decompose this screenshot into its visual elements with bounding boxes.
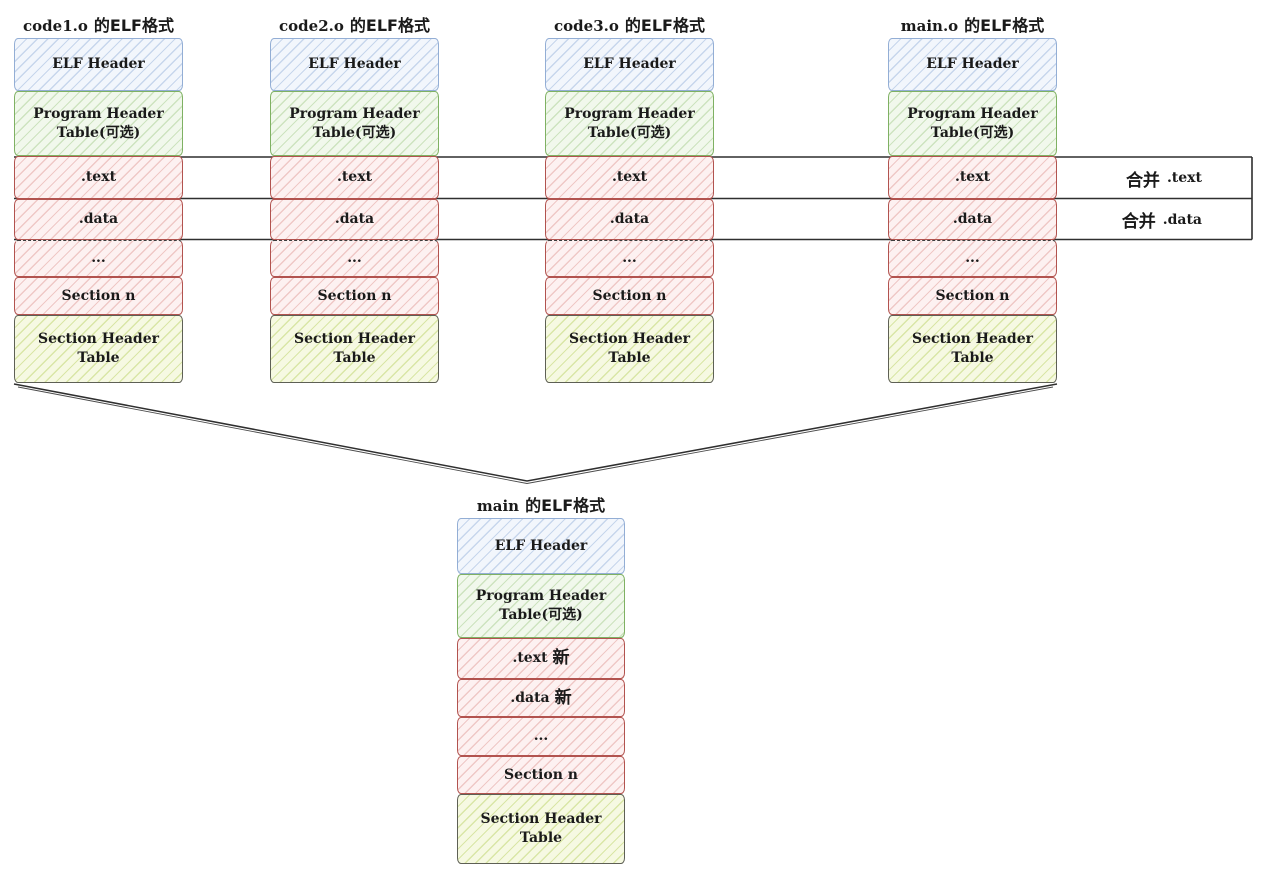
column-title-cjk: 的ELF格式 xyxy=(349,16,430,35)
row-program-header-table: Program Header Table(可选) xyxy=(888,91,1057,156)
row-section-n: Section n xyxy=(270,277,439,315)
column-title-cjk: 的ELF格式 xyxy=(964,16,1045,35)
row-program-header-table: Program Header Table(可选) xyxy=(545,91,714,156)
row-program-header-table: Program Header Table(可选) xyxy=(270,91,439,156)
row-elf-header: ELF Header xyxy=(888,38,1057,91)
column-title-name: code2.o xyxy=(279,17,344,35)
merge-text-label: 合并 .text xyxy=(1060,158,1228,198)
column-title-name: code3.o xyxy=(554,17,619,35)
row-section-n: Section n xyxy=(14,277,183,315)
column-title-cjk: 的ELF格式 xyxy=(624,16,705,35)
converge-v-line-sketch-echo xyxy=(17,386,1054,484)
row-data-section: .data xyxy=(545,199,714,240)
row-text-section: .text xyxy=(545,156,714,199)
row-section-header-table: Section Header Table xyxy=(457,794,625,864)
merge-data-label: 合并 .data xyxy=(1060,200,1228,239)
column-title-code3: code3.o 的ELF格式 xyxy=(545,12,714,35)
row-ellipsis-section: ... xyxy=(270,240,439,277)
elf-column-code1: code1.o 的ELF格式 ELF Header Program Header… xyxy=(14,12,183,383)
row-section-n: Section n xyxy=(888,277,1057,315)
row-elf-header: ELF Header xyxy=(545,38,714,91)
merge-cjk-text: 合并 xyxy=(1125,170,1160,191)
merge-section-name: .data xyxy=(1162,211,1202,228)
row-section-header-table: Section Header Table xyxy=(14,315,183,383)
row-section-header-table: Section Header Table xyxy=(545,315,714,383)
row-ellipsis-section: ... xyxy=(888,240,1057,277)
column-title-code2: code2.o 的ELF格式 xyxy=(270,12,439,35)
new-suffix: 新 xyxy=(554,687,572,708)
row-text-section: .text xyxy=(270,156,439,199)
row-text-section: .text xyxy=(888,156,1057,199)
elf-column-code3: code3.o 的ELF格式 ELF Header Program Header… xyxy=(545,12,714,383)
merge-cjk-text: 合并 xyxy=(1121,212,1156,232)
column-title-cjk: 的ELF格式 xyxy=(525,496,606,515)
elf-column-main-o: main.o 的ELF格式 ELF Header Program Header … xyxy=(888,12,1057,383)
row-ellipsis-section: ... xyxy=(545,240,714,277)
row-data-section: .data xyxy=(14,199,183,240)
row-ellipsis-section: ... xyxy=(457,717,625,756)
row-data-section: .data xyxy=(888,199,1057,240)
new-suffix: 新 xyxy=(552,648,570,669)
row-section-n: Section n xyxy=(545,277,714,315)
row-program-header-table: Program Header Table(可选) xyxy=(14,91,183,156)
row-section-n: Section n xyxy=(457,756,625,794)
column-title-name: code1.o xyxy=(23,17,88,35)
row-program-header-table: Program Header Table(可选) xyxy=(457,574,625,638)
elf-column-code2: code2.o 的ELF格式 ELF Header Program Header… xyxy=(270,12,439,383)
row-text-section: .text xyxy=(14,156,183,199)
row-section-header-table: Section Header Table xyxy=(270,315,439,383)
column-title-main-o: main.o 的ELF格式 xyxy=(888,12,1057,35)
row-elf-header: ELF Header xyxy=(457,518,625,574)
column-title-name: main xyxy=(476,497,520,515)
column-title-cjk: 的ELF格式 xyxy=(93,16,174,35)
merge-section-name: .text xyxy=(1166,170,1202,186)
row-elf-header: ELF Header xyxy=(270,38,439,91)
converge-v-line xyxy=(13,383,1058,482)
row-section-header-table: Section Header Table xyxy=(888,315,1057,383)
column-title-name: main.o xyxy=(900,17,959,35)
column-title-main-result: main 的ELF格式 xyxy=(457,492,625,515)
row-ellipsis-section: ... xyxy=(14,240,183,277)
row-data-section: .data xyxy=(270,199,439,240)
row-elf-header: ELF Header xyxy=(14,38,183,91)
elf-column-main-result: main 的ELF格式 ELF Header Program Header Ta… xyxy=(457,492,625,864)
column-title-code1: code1.o 的ELF格式 xyxy=(14,12,183,35)
